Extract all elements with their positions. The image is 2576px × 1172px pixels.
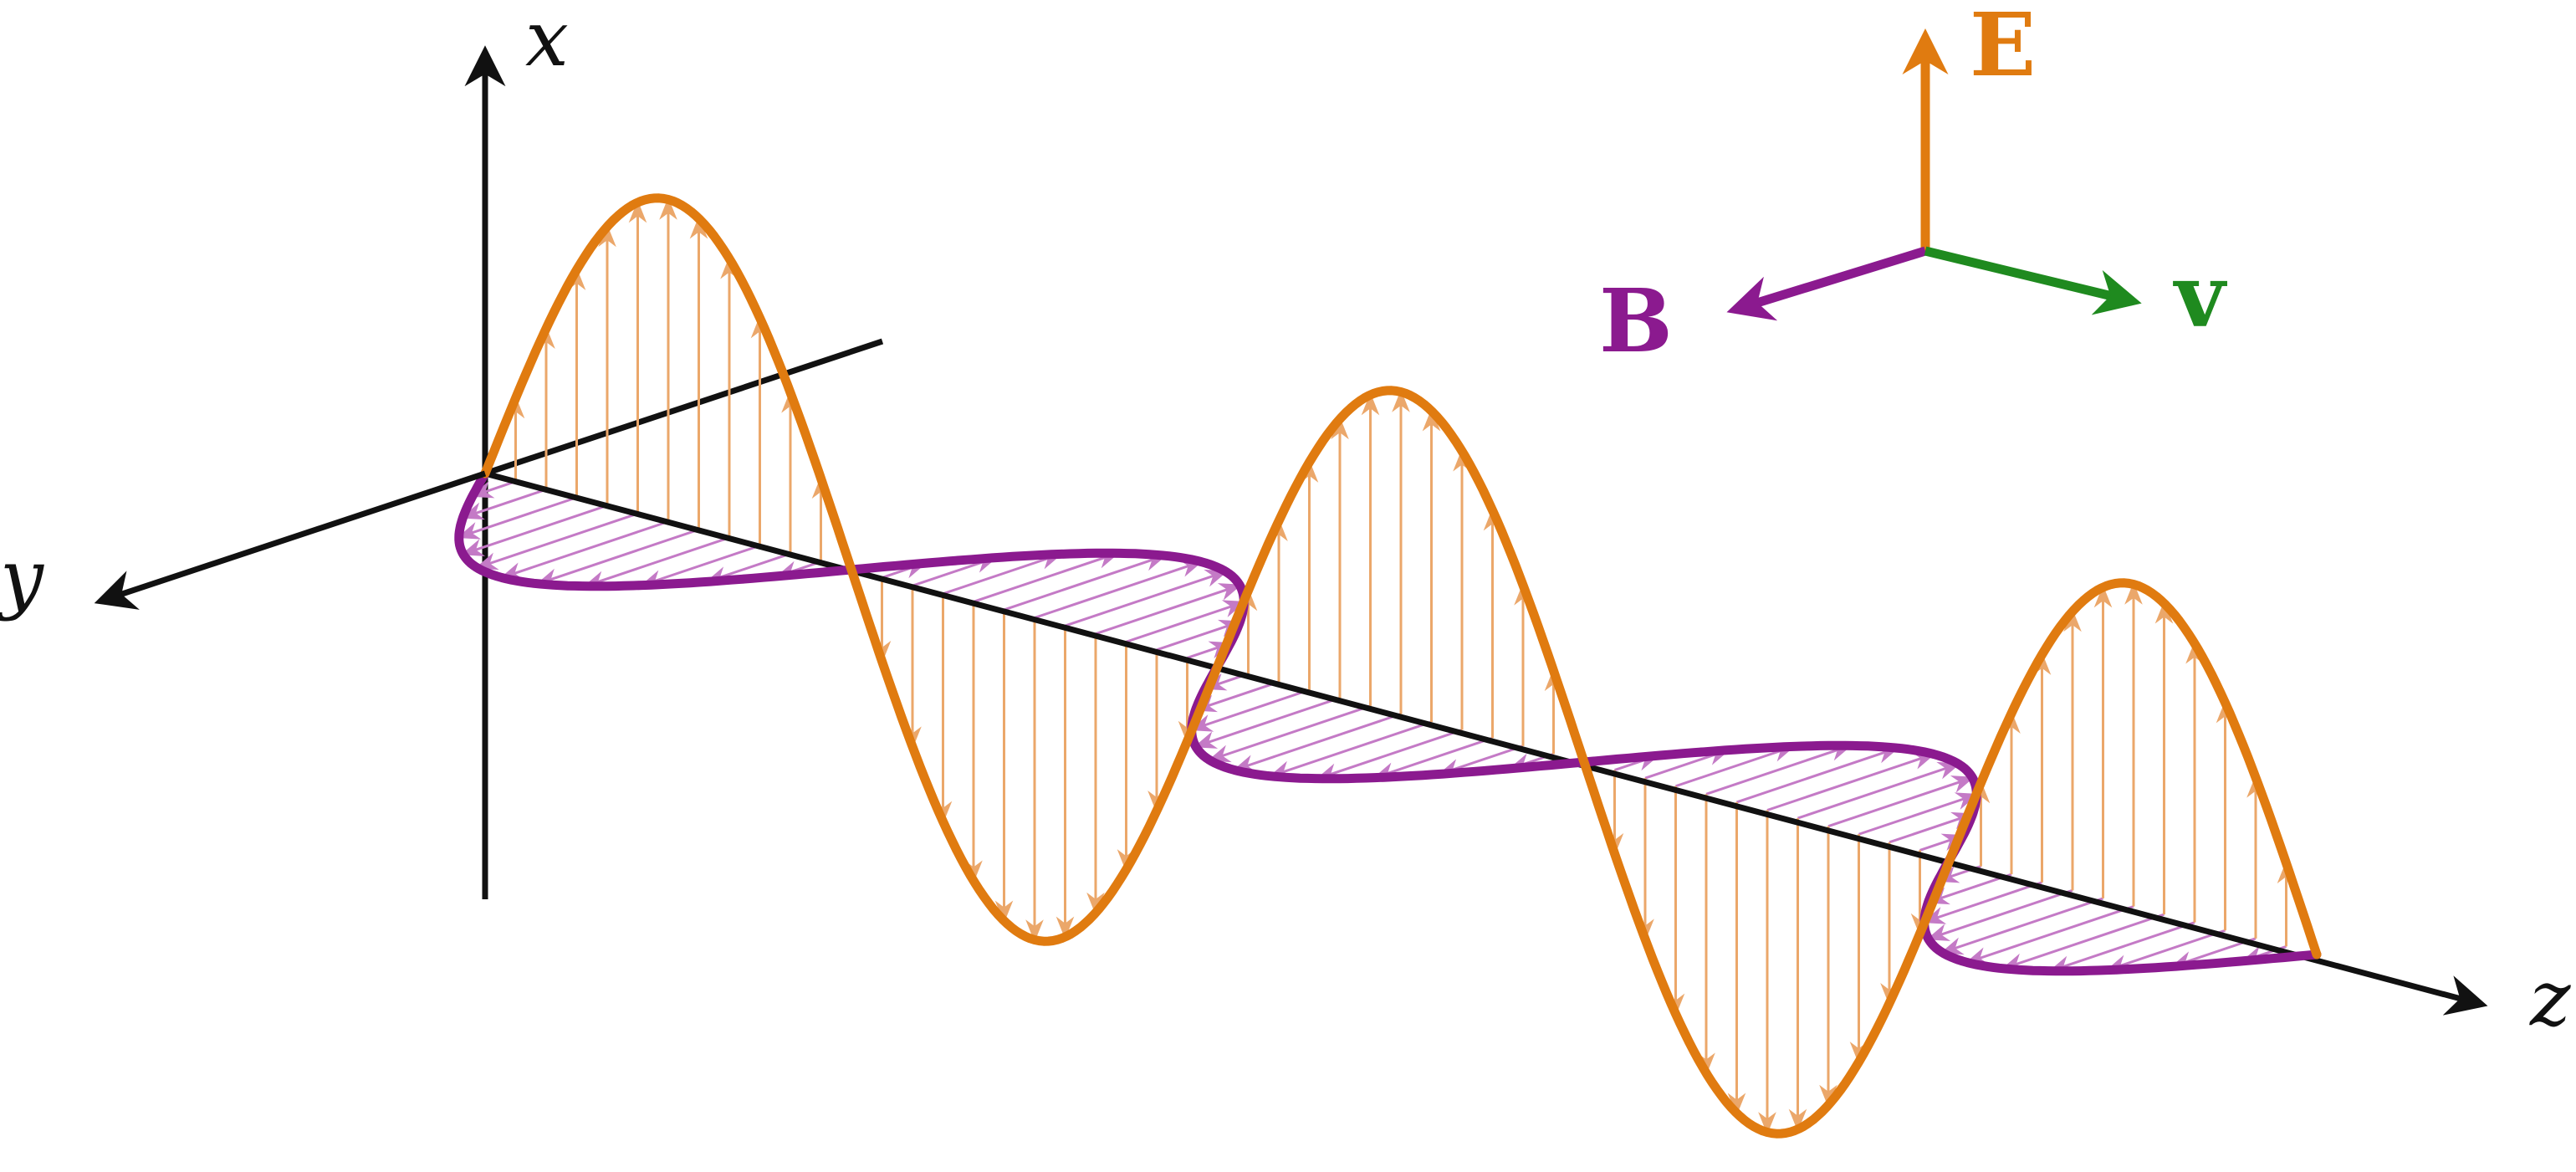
b-field-wave [454,468,2322,976]
b-field-vector [535,528,699,586]
b-field-vector [1189,688,1310,732]
b-field-vector [973,550,1120,603]
b-field-vector [1193,680,1280,713]
y-axis-label: y [0,533,44,622]
b-field-vector [460,488,547,520]
b-field-vector [1940,897,2103,955]
b-field-vector [1065,569,1229,627]
b-field-vector [1675,744,1796,788]
b-field-vector [470,480,516,499]
b-field-vector [1925,873,2012,905]
b-field-vector [1004,553,1168,612]
b-field-vector [583,536,730,589]
b-field-vector [1922,881,2042,924]
z-axis [484,470,2488,1016]
b-field-vector [1156,619,1243,652]
v-direction-arrow [1924,246,2142,315]
b-field-vector [1126,600,1246,643]
b-field-vector [1207,704,1371,763]
b-field-vector [1965,905,2134,965]
b-field-vector [1232,713,1402,772]
b-field-vectors [457,480,2287,974]
b-field-vector [1034,560,1204,619]
b-field-vector [1827,775,1975,828]
b-field-label: B [1599,269,1673,372]
z-axis-label: z [2529,954,2571,1043]
e-field-wave [480,193,2322,1139]
b-field-vector [2001,913,2165,971]
b-field-vector [1268,720,1432,779]
b-field-vector [943,551,1063,596]
b-field-vector [1316,729,1463,781]
b-field-vector [461,504,608,556]
b-field-vector [474,512,638,571]
b-field-vector [1889,811,1975,844]
field-direction-legend: E B v [1599,0,2228,372]
b-field-vector [1372,736,1493,780]
e-field-vectors [506,197,2296,1135]
b-field-vector [1193,696,1341,749]
y-axis-back-segment [483,338,884,477]
b-field-vector [1736,745,1900,804]
b-field-vector [1926,888,2073,941]
b-field-vector [1095,583,1242,636]
b-direction-arrow [1726,246,1927,321]
b-field-vector [2048,921,2195,974]
e-field-label: E [1970,0,2036,96]
y-axis [94,470,487,610]
b-field-vector [1766,752,1936,811]
b-field-vector [1858,792,1979,836]
b-field-vector [640,544,760,588]
x-axis-label: x [525,0,569,84]
b-field-vector [499,520,669,580]
b-field-vector [1797,761,1961,820]
b-field-vector [457,496,577,540]
v-label: v [2173,244,2228,347]
b-field-vector [1705,743,1853,796]
b-field-vector [2105,929,2226,973]
